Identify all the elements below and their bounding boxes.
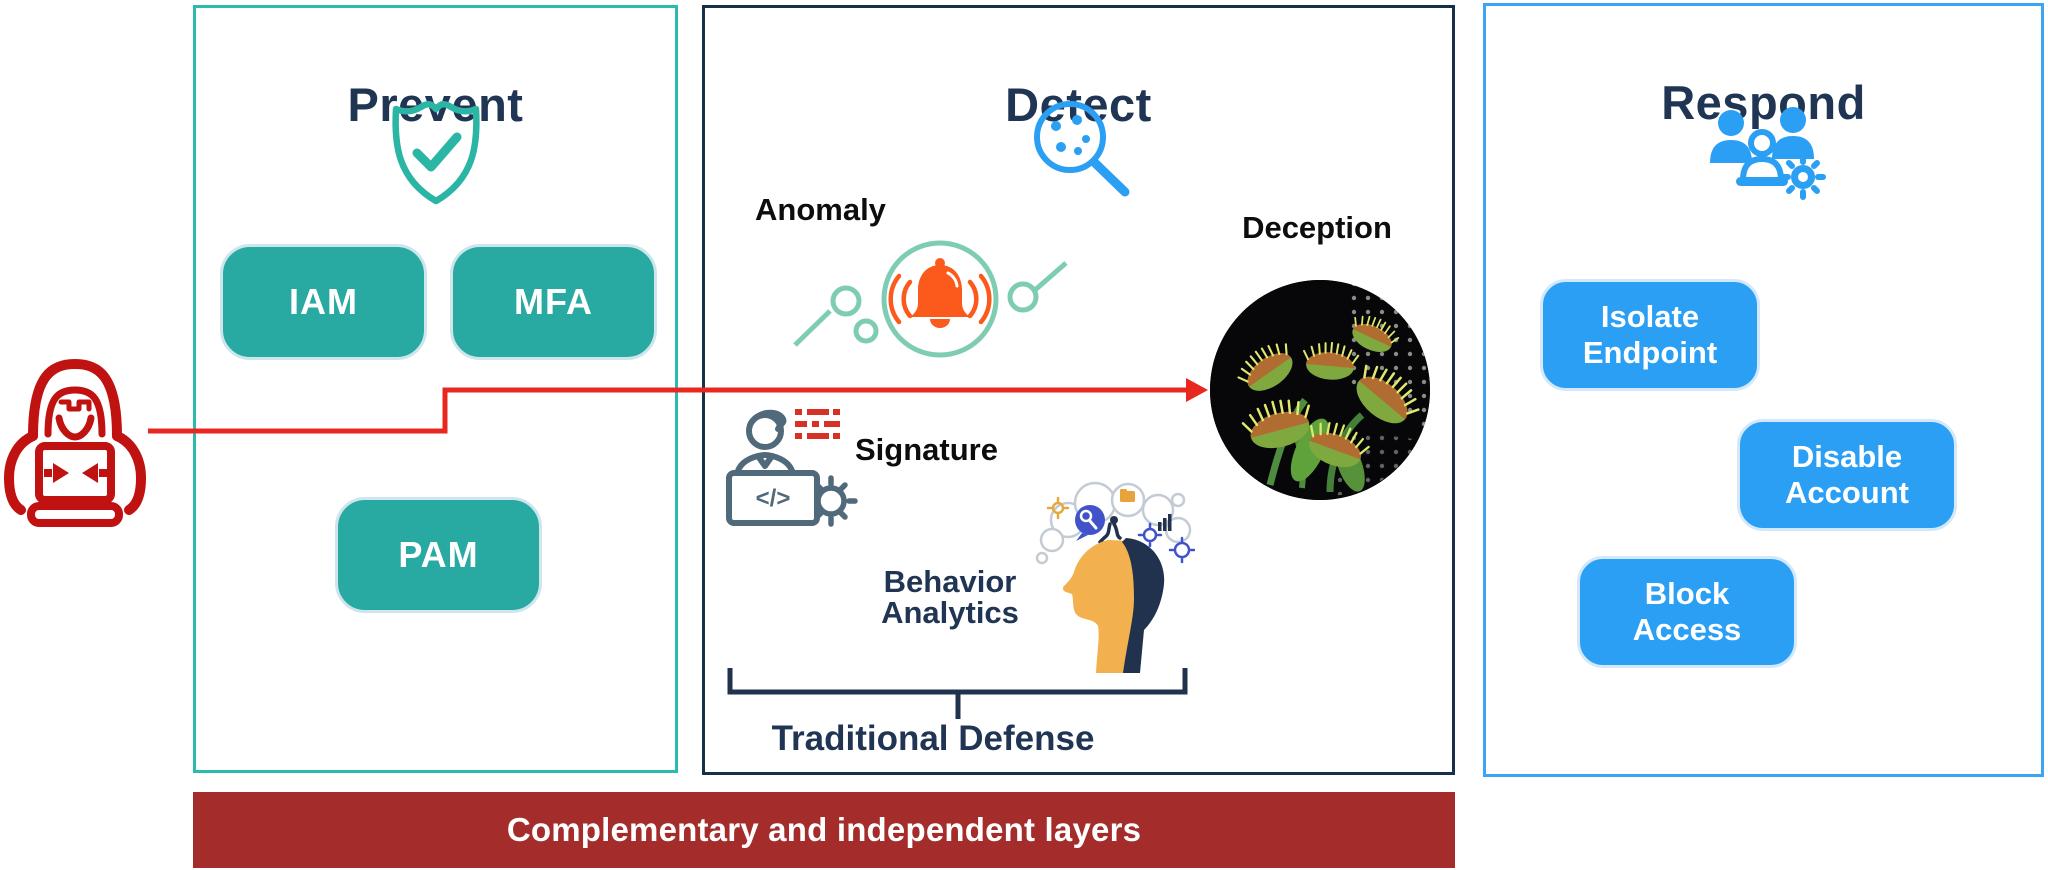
- disable-account-line2: Account: [1785, 475, 1909, 510]
- shield-check-icon: [392, 101, 480, 205]
- traditional-defense-bracket: [727, 668, 1188, 719]
- analyst-code-gear-icon: </>: [726, 409, 858, 527]
- isolate-endpoint-line1: Isolate: [1600, 299, 1700, 335]
- open-head-analytics-illustration: [1035, 481, 1195, 673]
- banner: Complementary and independent layers: [193, 792, 1455, 868]
- pam-button[interactable]: PAM: [335, 497, 542, 613]
- team-gear-icon: [1710, 107, 1826, 200]
- behavior-analytics-label: Behavior Analytics: [840, 566, 1060, 628]
- respond-title: Respond: [1661, 76, 1866, 129]
- behavior-line2: Analytics: [881, 595, 1019, 630]
- isolate-endpoint-line2: Endpoint: [1582, 335, 1718, 370]
- behavior-line1: Behavior: [883, 564, 1017, 599]
- magnifier-dots-icon: [1034, 101, 1130, 197]
- hooded-hacker-icon: [4, 359, 146, 527]
- block-access-line2: Access: [1632, 612, 1742, 647]
- deception-label: Deception: [1242, 210, 1392, 245]
- signature-label: Signature: [855, 432, 998, 467]
- isolate-endpoint-button[interactable]: Isolate Endpoint: [1540, 279, 1760, 391]
- mfa-button[interactable]: MFA: [450, 244, 657, 360]
- anomaly-label: Anomaly: [755, 192, 886, 227]
- block-access-line1: Block: [1644, 576, 1730, 612]
- disable-account-line1: Disable: [1791, 439, 1903, 475]
- block-access-button[interactable]: Block Access: [1577, 556, 1797, 668]
- disable-account-button[interactable]: Disable Account: [1737, 419, 1957, 531]
- venus-flytrap-photo: [1210, 280, 1430, 500]
- alert-bell-network-icon: [793, 240, 1068, 358]
- iam-button[interactable]: IAM: [220, 244, 427, 360]
- svg-text:</>: </>: [756, 485, 791, 512]
- traditional-defense-label: Traditional Defense: [771, 719, 1095, 758]
- banner-label: Complementary and independent layers: [506, 811, 1142, 848]
